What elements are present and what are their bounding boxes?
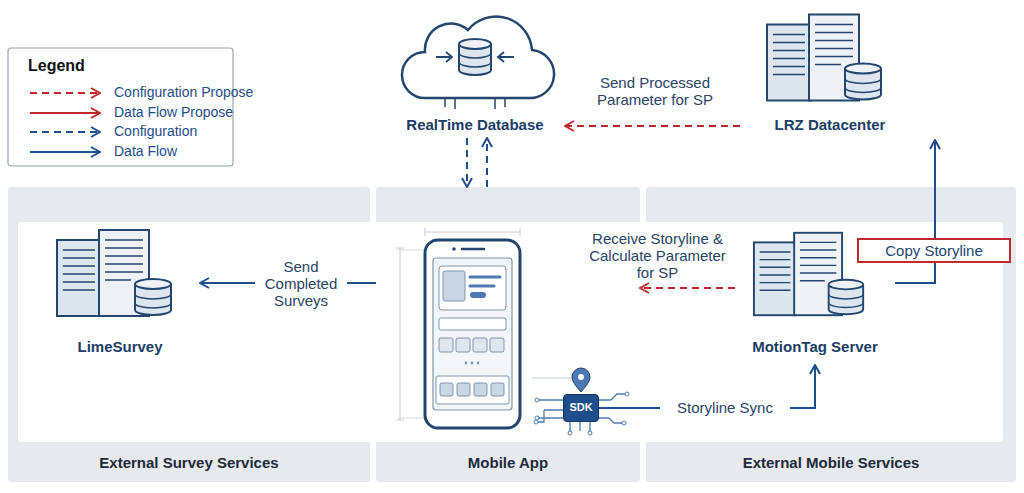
phone-illustration [471, 362, 474, 365]
phone-illustration [439, 266, 506, 310]
phone-illustration [473, 338, 487, 352]
band-label: Mobile App [376, 454, 640, 472]
server-icon [767, 15, 881, 101]
edge-label: Send Completed Surveys [255, 258, 347, 309]
datacenter-node: LRZ Datacenter [740, 5, 940, 140]
phone-illustration [477, 362, 480, 365]
sdk-circuit [534, 420, 538, 424]
sdk-circuit [534, 368, 629, 435]
legend-sample [30, 112, 100, 114]
phone-illustration [396, 228, 584, 428]
server-icon [754, 233, 863, 315]
phone-illustration [462, 248, 484, 251]
phone-illustration [456, 338, 470, 352]
node-label: RealTime Database [385, 116, 565, 134]
sdk-chip: SDK [563, 394, 599, 422]
phone-illustration [474, 383, 487, 396]
sdk-circuit [568, 431, 572, 435]
phone-illustration [470, 292, 486, 298]
sdk-circuit [588, 431, 592, 435]
phone-illustration [398, 250, 425, 418]
legend-sample [30, 131, 100, 133]
sdk-circuit [578, 374, 584, 380]
phone-illustration [436, 376, 509, 404]
database-node: RealTime Database [385, 8, 565, 138]
phone-illustration [452, 247, 456, 251]
edge-label: Storyline Sync [660, 399, 790, 416]
phone-illustration [491, 383, 504, 396]
phone-illustration [439, 338, 453, 352]
dashed-connector [640, 287, 735, 289]
cloud-icon [402, 17, 554, 99]
phone-illustration [440, 383, 453, 396]
sdk-circuit [572, 368, 590, 392]
cloud-icon [402, 17, 554, 109]
phone-illustration [433, 258, 512, 410]
legend-sample [30, 92, 100, 94]
legend-label: Data Flow Propose [114, 104, 233, 121]
node-label: LRZ Datacenter [750, 116, 910, 134]
phone-illustration [465, 362, 468, 365]
legend-label: Configuration Propose [114, 84, 253, 101]
server-node: LimeSurvey [40, 228, 200, 360]
phone-illustration [490, 338, 504, 352]
server-icon [57, 230, 171, 316]
cloud-icon [459, 53, 491, 67]
dashed-connector [565, 125, 740, 127]
inner-panel [18, 222, 1003, 442]
phone-illustration [470, 277, 500, 286]
sdk-circuit [625, 392, 629, 396]
sdk-circuit [535, 398, 539, 402]
node-label: MotionTag Server [735, 338, 895, 356]
cloud-icon [436, 52, 514, 62]
legend-label: Configuration [114, 123, 197, 140]
legend-label: Data Flow [114, 143, 177, 160]
sdk-circuit [622, 421, 626, 425]
node-label: LimeSurvey [40, 338, 200, 356]
phone-illustration [439, 318, 506, 330]
band-label: External Mobile Services [646, 454, 1016, 472]
edge-label: Receive Storyline & Calculate Parameter … [585, 230, 730, 281]
edge-label: Send Processed Parameter for SP [575, 74, 735, 108]
sdk-circuit [538, 394, 625, 431]
cloud-icon [445, 98, 505, 109]
chip-label: SDK [564, 395, 598, 421]
phone-illustration [425, 240, 520, 428]
cloud-icon [459, 39, 491, 49]
legend-heading: Legend [28, 57, 85, 75]
legend-box [8, 48, 233, 166]
phone-illustration [457, 383, 470, 396]
sdk-circuit [535, 416, 539, 420]
band-label: External Survey Services [8, 454, 370, 472]
callout-label: Copy Storyline [857, 238, 1011, 263]
legend-box [8, 48, 233, 166]
dashed-connector [466, 138, 468, 187]
legend-sample [30, 151, 100, 153]
dashed-connector [486, 138, 488, 187]
phone-illustration [443, 271, 465, 301]
